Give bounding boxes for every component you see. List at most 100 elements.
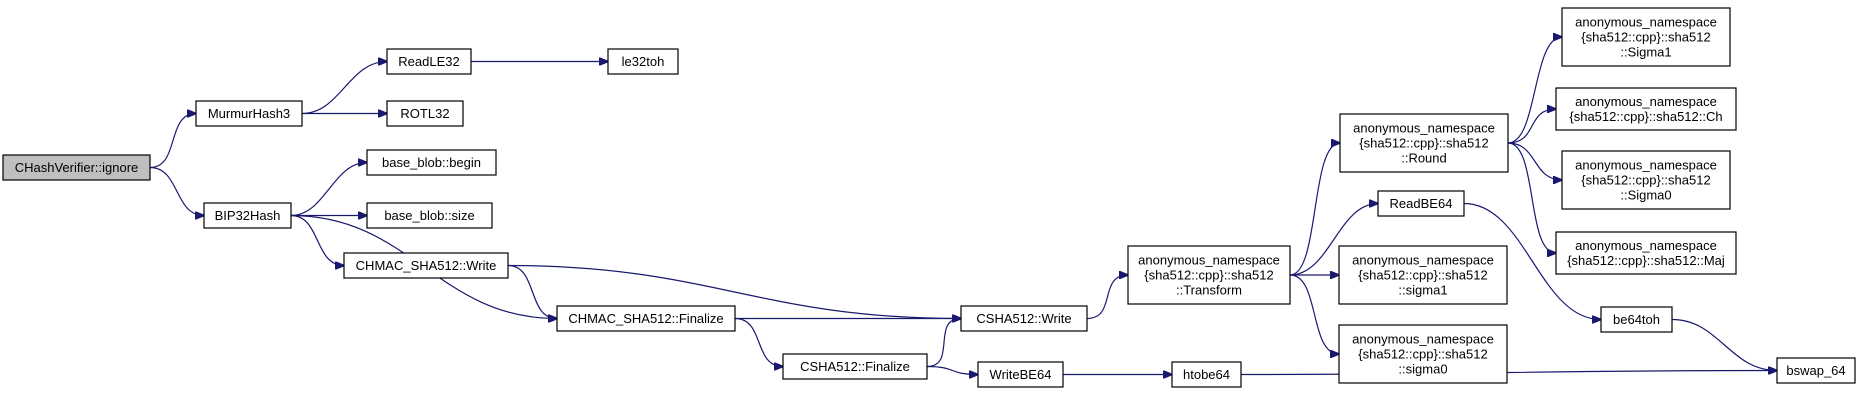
node-hmacwrite-box[interactable] bbox=[343, 252, 509, 279]
node-shafinal-box[interactable] bbox=[782, 353, 928, 380]
node-bip32-box[interactable] bbox=[203, 202, 292, 229]
node-root[interactable]: CHashVerifier::ignore bbox=[2, 154, 151, 181]
node-round-label-2: ::Round bbox=[1401, 151, 1447, 166]
node-lsigma1[interactable]: anonymous_namespace{sha512::cpp}::sha512… bbox=[1338, 245, 1508, 305]
node-usigma1[interactable]: anonymous_namespace{sha512::cpp}::sha512… bbox=[1561, 7, 1731, 67]
node-shawrite-box[interactable] bbox=[960, 305, 1088, 332]
node-transform-label-1: {sha512::cpp}::sha512 bbox=[1144, 268, 1273, 283]
node-readle-label-0: ReadLE32 bbox=[398, 54, 459, 69]
node-size-label-0: base_blob::size bbox=[384, 208, 474, 223]
edge-readbe-to-be64toh bbox=[1463, 202, 1601, 320]
node-usigma0-label-1: {sha512::cpp}::sha512 bbox=[1581, 173, 1710, 188]
edge-transform-to-readbe bbox=[1289, 204, 1378, 276]
node-round-box[interactable] bbox=[1339, 113, 1509, 173]
node-bip32-label-0: BIP32Hash bbox=[215, 208, 281, 223]
edge-hmacwrite-to-hmacfinal bbox=[507, 264, 557, 319]
node-hmacfinal-label-0: CHMAC_SHA512::Finalize bbox=[568, 311, 723, 326]
node-readle[interactable]: ReadLE32 bbox=[386, 48, 472, 75]
node-readbe-box[interactable] bbox=[1377, 190, 1465, 217]
node-maj-label-0: anonymous_namespace bbox=[1575, 238, 1717, 253]
node-transform-label-2: ::Transform bbox=[1176, 283, 1242, 298]
node-murmur-box[interactable] bbox=[195, 100, 303, 127]
node-writebe-box[interactable] bbox=[977, 361, 1064, 388]
node-le32toh-label-0: le32toh bbox=[622, 54, 665, 69]
node-htobe-label-0: htobe64 bbox=[1183, 367, 1230, 382]
node-transform-box[interactable] bbox=[1127, 245, 1291, 305]
node-begin[interactable]: base_blob::begin bbox=[366, 149, 497, 176]
edge-shafinal-to-shawrite bbox=[926, 319, 961, 368]
node-bswap-box[interactable] bbox=[1776, 357, 1856, 384]
node-root-label-0: CHashVerifier::ignore bbox=[15, 160, 139, 175]
node-hmacfinal[interactable]: CHMAC_SHA512::Finalize bbox=[556, 305, 736, 332]
edge-transform-to-round bbox=[1289, 143, 1340, 276]
edge-transform-to-lsigma0 bbox=[1289, 274, 1339, 354]
node-lsigma0-box[interactable] bbox=[1338, 324, 1508, 384]
edge-round-to-maj bbox=[1507, 142, 1556, 253]
node-murmur-label-0: MurmurHash3 bbox=[208, 106, 290, 121]
edge-round-to-usigma1 bbox=[1507, 37, 1562, 144]
node-rotl-label-0: ROTL32 bbox=[400, 106, 449, 121]
edge-be64toh-to-bswap bbox=[1671, 318, 1777, 371]
node-round-label-0: anonymous_namespace bbox=[1353, 121, 1495, 136]
node-le32toh-box[interactable] bbox=[607, 48, 679, 75]
node-be64toh-label-0: be64toh bbox=[1613, 312, 1660, 327]
node-shawrite[interactable]: CSHA512::Write bbox=[960, 305, 1088, 332]
node-htobe[interactable]: htobe64 bbox=[1171, 361, 1242, 388]
node-lsigma1-box[interactable] bbox=[1338, 245, 1508, 305]
node-size[interactable]: base_blob::size bbox=[366, 202, 493, 229]
node-transform-label-0: anonymous_namespace bbox=[1138, 253, 1280, 268]
node-lsigma0-label-0: anonymous_namespace bbox=[1352, 332, 1494, 347]
node-size-box[interactable] bbox=[366, 202, 493, 229]
edge-root-to-murmur bbox=[149, 114, 196, 169]
edge-murmur-to-readle bbox=[301, 62, 387, 115]
node-readle-box[interactable] bbox=[386, 48, 472, 75]
node-readbe[interactable]: ReadBE64 bbox=[1377, 190, 1465, 217]
node-ch[interactable]: anonymous_namespace{sha512::cpp}::sha512… bbox=[1555, 87, 1737, 131]
node-writebe[interactable]: WriteBE64 bbox=[977, 361, 1064, 388]
node-hmacwrite-label-0: CHMAC_SHA512::Write bbox=[356, 258, 497, 273]
node-bip32[interactable]: BIP32Hash bbox=[203, 202, 292, 229]
edge-round-to-usigma0 bbox=[1507, 142, 1562, 180]
node-hmacwrite[interactable]: CHMAC_SHA512::Write bbox=[343, 252, 509, 279]
node-maj-label-1: {sha512::cpp}::sha512::Maj bbox=[1567, 253, 1725, 268]
edge-bip32-to-hmacwrite bbox=[290, 214, 344, 266]
edge-hmacfinal-to-shafinal bbox=[734, 317, 783, 367]
edge-round-to-ch bbox=[1507, 109, 1556, 144]
node-le32toh[interactable]: le32toh bbox=[607, 48, 679, 75]
node-lsigma0-label-2: ::sigma0 bbox=[1398, 362, 1447, 377]
node-usigma1-box[interactable] bbox=[1561, 7, 1731, 67]
edge-shawrite-to-transform bbox=[1086, 275, 1128, 320]
node-rotl-box[interactable] bbox=[386, 100, 464, 127]
node-transform[interactable]: anonymous_namespace{sha512::cpp}::sha512… bbox=[1127, 245, 1291, 305]
node-maj[interactable]: anonymous_namespace{sha512::cpp}::sha512… bbox=[1555, 231, 1737, 275]
node-murmur[interactable]: MurmurHash3 bbox=[195, 100, 303, 127]
node-lsigma1-label-1: {sha512::cpp}::sha512 bbox=[1358, 268, 1487, 283]
node-layer: CHashVerifier::ignore MurmurHash3 ReadLE32… bbox=[2, 7, 1856, 388]
node-lsigma0[interactable]: anonymous_namespace{sha512::cpp}::sha512… bbox=[1338, 324, 1508, 384]
node-usigma0[interactable]: anonymous_namespace{sha512::cpp}::sha512… bbox=[1561, 150, 1731, 210]
node-bswap-label-0: bswap_64 bbox=[1786, 363, 1845, 378]
edge-hmacwrite-to-shawrite bbox=[507, 264, 961, 319]
node-rotl[interactable]: ROTL32 bbox=[386, 100, 464, 127]
node-usigma0-label-2: ::Sigma0 bbox=[1620, 188, 1671, 203]
node-usigma0-box[interactable] bbox=[1561, 150, 1731, 210]
node-bswap[interactable]: bswap_64 bbox=[1776, 357, 1856, 384]
node-lsigma1-label-2: ::sigma1 bbox=[1398, 283, 1447, 298]
node-htobe-box[interactable] bbox=[1171, 361, 1242, 388]
node-begin-box[interactable] bbox=[366, 149, 497, 176]
node-lsigma1-label-0: anonymous_namespace bbox=[1352, 253, 1494, 268]
node-shafinal[interactable]: CSHA512::Finalize bbox=[782, 353, 928, 380]
edge-bip32-to-begin bbox=[290, 163, 367, 217]
node-round[interactable]: anonymous_namespace{sha512::cpp}::sha512… bbox=[1339, 113, 1509, 173]
node-shawrite-label-0: CSHA512::Write bbox=[976, 311, 1071, 326]
node-root-box[interactable] bbox=[2, 154, 151, 181]
node-maj-box[interactable] bbox=[1555, 231, 1737, 275]
node-usigma1-label-1: {sha512::cpp}::sha512 bbox=[1581, 30, 1710, 45]
node-hmacfinal-box[interactable] bbox=[556, 305, 736, 332]
node-be64toh-box[interactable] bbox=[1600, 306, 1673, 333]
node-be64toh[interactable]: be64toh bbox=[1600, 306, 1673, 333]
node-ch-box[interactable] bbox=[1555, 87, 1737, 131]
node-begin-label-0: base_blob::begin bbox=[382, 155, 481, 170]
node-shafinal-label-0: CSHA512::Finalize bbox=[800, 359, 910, 374]
